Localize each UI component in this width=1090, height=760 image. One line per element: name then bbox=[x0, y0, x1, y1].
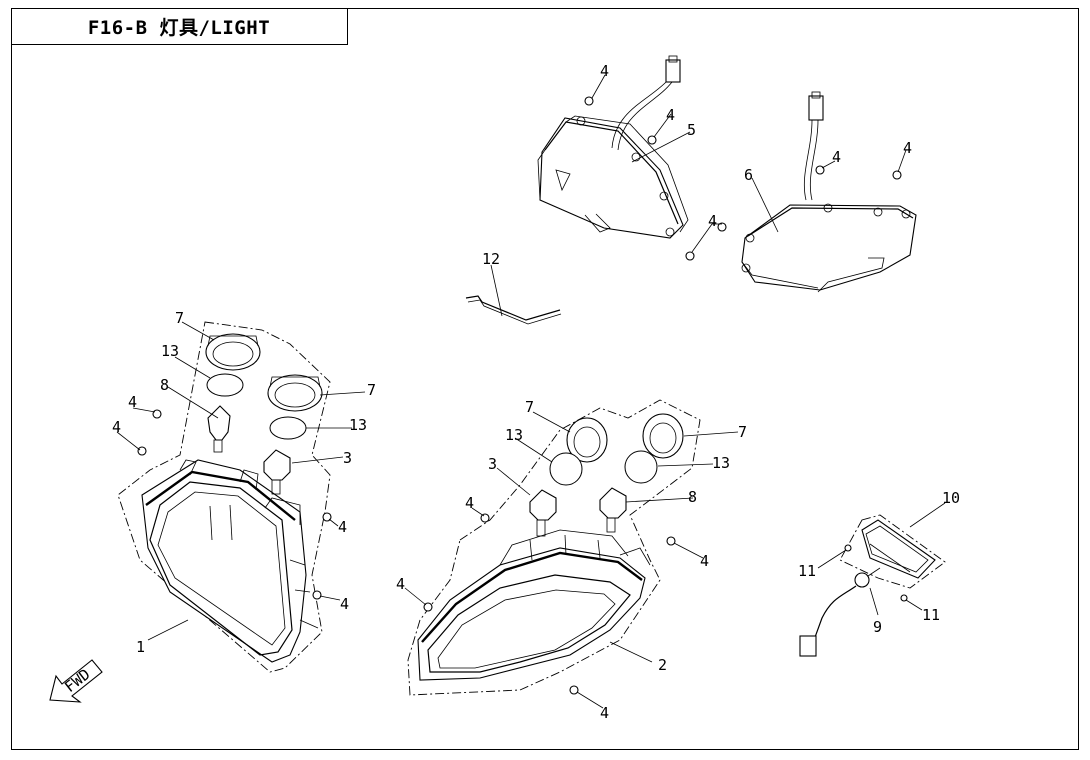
callout-4i: 4 bbox=[340, 595, 349, 613]
callout-7a: 7 bbox=[175, 309, 184, 327]
callout-4h: 4 bbox=[338, 518, 347, 536]
bulb-3-left bbox=[263, 449, 291, 481]
callout-11b: 11 bbox=[922, 606, 940, 624]
bulb-3-center bbox=[529, 489, 557, 521]
callout-13a: 13 bbox=[161, 342, 179, 360]
callout-3a: 3 bbox=[343, 449, 352, 467]
part-10-tail-light bbox=[799, 514, 946, 657]
callout-4b: 4 bbox=[666, 106, 675, 124]
callout-4e: 4 bbox=[903, 139, 912, 157]
screws bbox=[137, 96, 908, 695]
callout-7d: 7 bbox=[738, 423, 747, 441]
callout-13c: 13 bbox=[505, 426, 523, 444]
drawing-frame bbox=[11, 8, 1079, 750]
part-2-headlight-assembly-center bbox=[407, 399, 701, 696]
callout-4f: 4 bbox=[128, 393, 137, 411]
callout-4d: 4 bbox=[832, 148, 841, 166]
ring-7-left-b bbox=[267, 374, 323, 412]
callout-13b: 13 bbox=[349, 416, 367, 434]
callout-4c: 4 bbox=[708, 212, 717, 230]
callout-4a: 4 bbox=[600, 62, 609, 80]
oring-13-left-a bbox=[206, 373, 244, 397]
part-6-light-housing bbox=[741, 91, 917, 293]
part-12-wire bbox=[465, 295, 562, 325]
part-1-headlight-assembly-left bbox=[117, 321, 331, 673]
callout-3b: 3 bbox=[488, 455, 497, 473]
oring-13-left-b bbox=[269, 416, 307, 440]
callout-7b: 7 bbox=[367, 381, 376, 399]
page-title: F16-B 灯具/LIGHT bbox=[87, 16, 271, 39]
callout-10: 10 bbox=[942, 489, 960, 507]
bulb-8-left bbox=[207, 405, 231, 441]
title-block: F16-B 灯具/LIGHT bbox=[11, 8, 348, 45]
callout-9: 9 bbox=[873, 618, 882, 636]
callout-11a: 11 bbox=[798, 562, 816, 580]
callout-4g: 4 bbox=[112, 418, 121, 436]
callout-4m: 4 bbox=[600, 704, 609, 722]
callout-4k: 4 bbox=[700, 552, 709, 570]
bulb-9 bbox=[854, 572, 870, 588]
callout-5: 5 bbox=[687, 121, 696, 139]
fwd-arrow-icon: FWD bbox=[49, 659, 103, 703]
oring-13-center-b bbox=[624, 450, 658, 484]
callout-12: 12 bbox=[482, 250, 500, 268]
callout-1: 1 bbox=[136, 638, 145, 656]
leader-lines bbox=[116, 74, 946, 709]
callout-7c: 7 bbox=[525, 398, 534, 416]
callout-labels: 1 2 3 3 4 4 4 4 4 4 4 4 4 4 4 4 4 5 6 7 … bbox=[112, 62, 960, 722]
callout-4l: 4 bbox=[396, 575, 405, 593]
ring-7-left-a bbox=[205, 333, 261, 371]
part-5-light-housing bbox=[537, 55, 689, 239]
callout-2: 2 bbox=[658, 656, 667, 674]
callout-4j: 4 bbox=[465, 494, 474, 512]
callout-13d: 13 bbox=[712, 454, 730, 472]
oring-13-center-a bbox=[549, 452, 583, 486]
callout-6: 6 bbox=[744, 166, 753, 184]
callout-8a: 8 bbox=[160, 376, 169, 394]
bulb-8-center bbox=[599, 487, 627, 519]
ring-7-center-b bbox=[642, 413, 684, 459]
callout-8b: 8 bbox=[688, 488, 697, 506]
